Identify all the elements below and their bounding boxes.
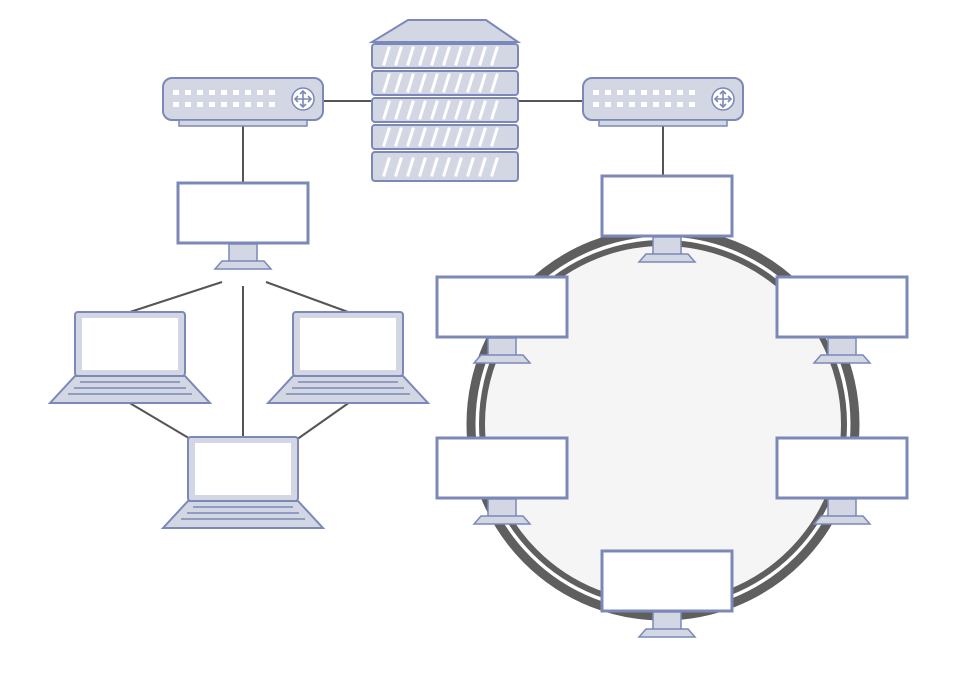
star-hub-monitor-icon: [176, 181, 310, 271]
switch-right-icon: [582, 77, 744, 127]
server-rack-icon: [368, 19, 522, 182]
wire-hub-to-laptop-left: [129, 281, 223, 313]
wire-laptop-right-to-laptop-bottom: [295, 401, 351, 441]
switch-left-icon: [162, 77, 324, 127]
connection-wires: [127, 100, 664, 441]
star-laptop-bottom-icon: [162, 436, 324, 529]
star-topology: [49, 181, 429, 529]
server-vents: [382, 46, 499, 177]
star-laptop-right-icon: [267, 311, 429, 404]
ring-inner-area: [483, 244, 843, 604]
star-laptop-left-icon: [49, 311, 211, 404]
wire-laptop-left-to-laptop-bottom: [127, 401, 193, 441]
ring-monitor-bottom-icon: [600, 549, 734, 639]
server-roof: [368, 19, 522, 43]
wire-hub-to-laptop-right: [265, 281, 349, 313]
